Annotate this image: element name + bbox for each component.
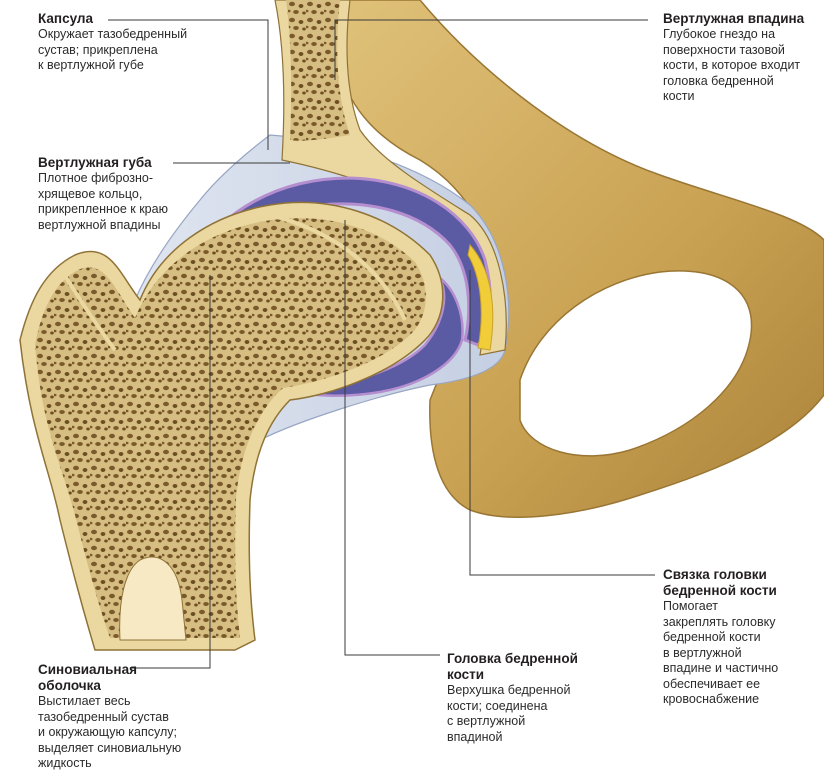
label-synovial-desc: Выстилает весь тазобедренный сустав и ок… [38, 694, 248, 772]
label-acetabulum: Вертлужная впадина Глубокое гнездо на по… [663, 11, 823, 105]
label-femoral-head-desc: Верхушка бедренной кости; соединена с ве… [447, 683, 627, 745]
label-capsule-title: Капсула [38, 11, 268, 27]
label-acetabulum-title: Вертлужная впадина [663, 11, 823, 27]
label-acetabulum-desc: Глубокое гнездо на поверхности тазовой к… [663, 27, 823, 105]
label-capsule-desc: Окружает тазобедренный сустав; прикрепле… [38, 27, 268, 74]
label-femoral-head: Головка бедренной кости Верхушка бедренн… [447, 651, 627, 745]
label-synovial: Синовиальная оболочка Выстилает весь таз… [38, 662, 248, 772]
label-labrum-desc: Плотное фиброзно- хрящевое кольцо, прикр… [38, 171, 238, 233]
label-ligament-desc: Помогает закреплять головку бедренной ко… [663, 599, 823, 708]
label-femoral-head-title: Головка бедренной кости [447, 651, 627, 683]
femur-spongy [35, 218, 426, 638]
label-labrum-title: Вертлужная губа [38, 155, 238, 171]
label-synovial-title: Синовиальная оболочка [38, 662, 248, 694]
label-labrum: Вертлужная губа Плотное фиброзно- хрящев… [38, 155, 238, 233]
label-ligament-title: Связка головки бедренной кости [663, 567, 823, 599]
label-capsule: Капсула Окружает тазобедренный сустав; п… [38, 11, 268, 74]
label-ligament: Связка головки бедренной кости Помогает … [663, 567, 823, 708]
